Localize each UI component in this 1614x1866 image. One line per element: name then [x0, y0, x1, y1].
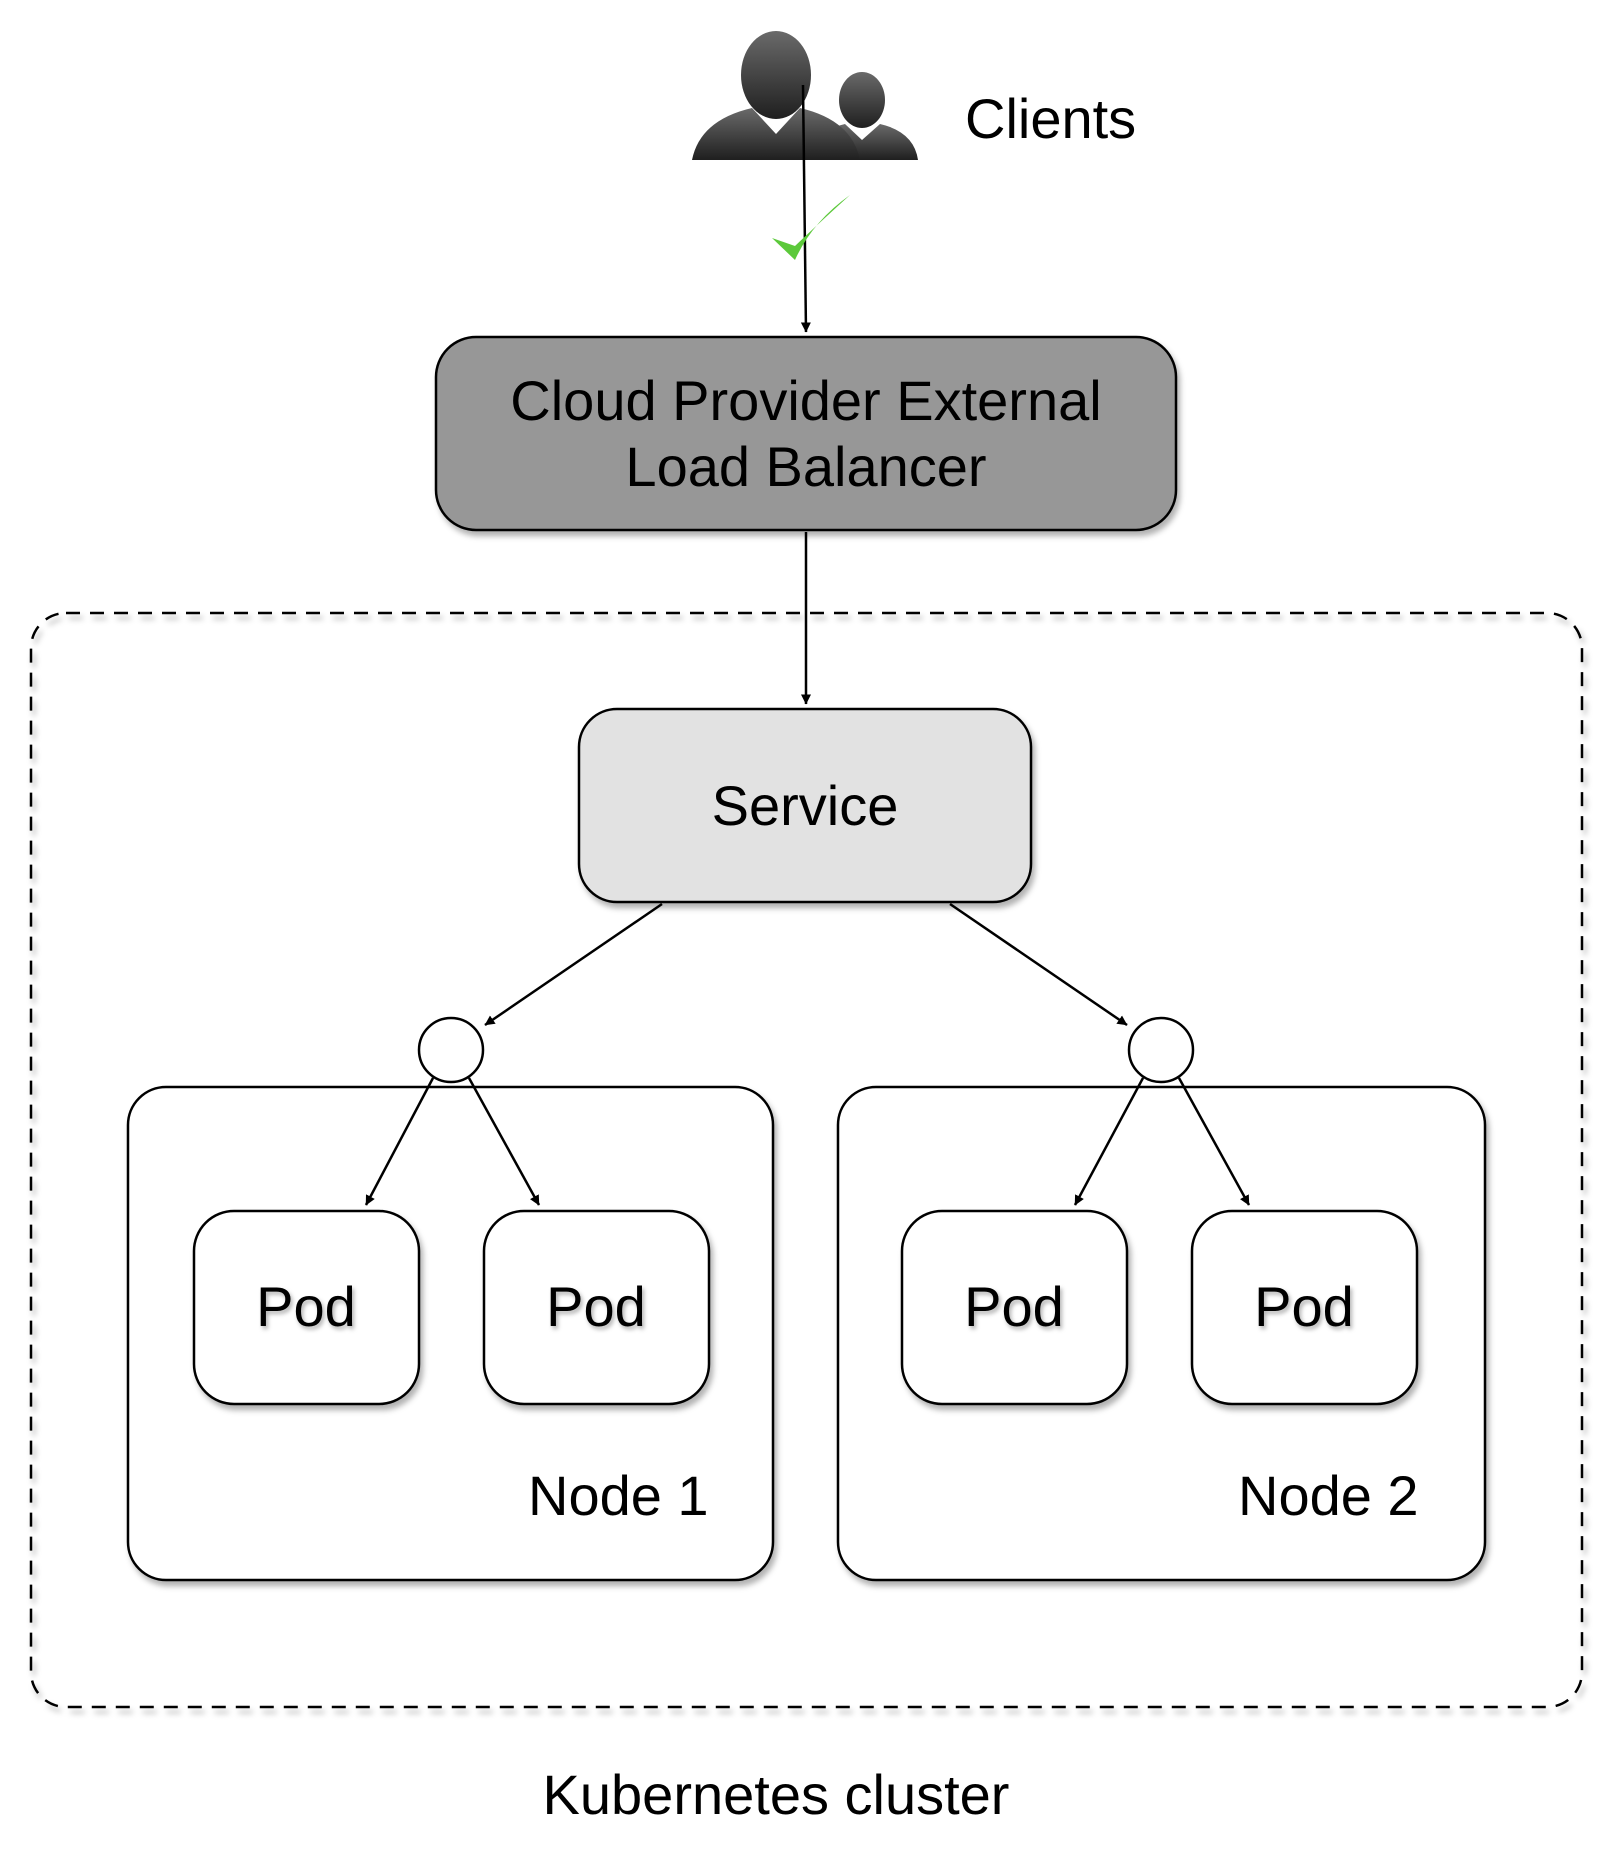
node-1-endpoint — [417, 1016, 485, 1084]
service-box: Service — [577, 707, 1033, 904]
checkmark-icon — [772, 195, 850, 260]
pod-box: Pod — [1190, 1209, 1419, 1406]
arrow-clients-to-lb — [800, 84, 811, 333]
load-balancer-box: Cloud Provider External Load Balancer — [434, 335, 1178, 532]
arrow-node1-to-pod2 — [467, 1077, 541, 1206]
pod-label: Pod — [964, 1275, 1064, 1338]
pod-box: Pod — [482, 1209, 711, 1406]
cluster-label: Kubernetes cluster — [543, 1763, 1010, 1826]
cluster-boundary — [29, 611, 1584, 1709]
arrow-service-to-node2 — [949, 902, 1128, 1027]
arrow-node2-to-pod2 — [1177, 1077, 1251, 1206]
service-label: Service — [712, 774, 899, 837]
arrow-node2-to-pod1 — [1073, 1077, 1145, 1206]
node-2-endpoint — [1127, 1016, 1195, 1084]
pod-box: Pod — [192, 1209, 421, 1406]
arrow-node1-to-pod1 — [364, 1077, 435, 1206]
users-icon — [692, 31, 918, 160]
pod-box: Pod — [900, 1209, 1129, 1406]
pod-label: Pod — [256, 1275, 356, 1338]
node-2-label: Node 2 — [1238, 1464, 1419, 1527]
node-1-label: Node 1 — [528, 1464, 709, 1527]
pod-label: Pod — [546, 1275, 646, 1338]
arrow-service-to-node1 — [484, 902, 663, 1027]
clients-label: Clients — [965, 87, 1136, 150]
pod-label: Pod — [1254, 1275, 1354, 1338]
load-balancer-label-line2: Load Balancer — [625, 435, 986, 498]
load-balancer-label-line1: Cloud Provider External — [510, 369, 1101, 432]
